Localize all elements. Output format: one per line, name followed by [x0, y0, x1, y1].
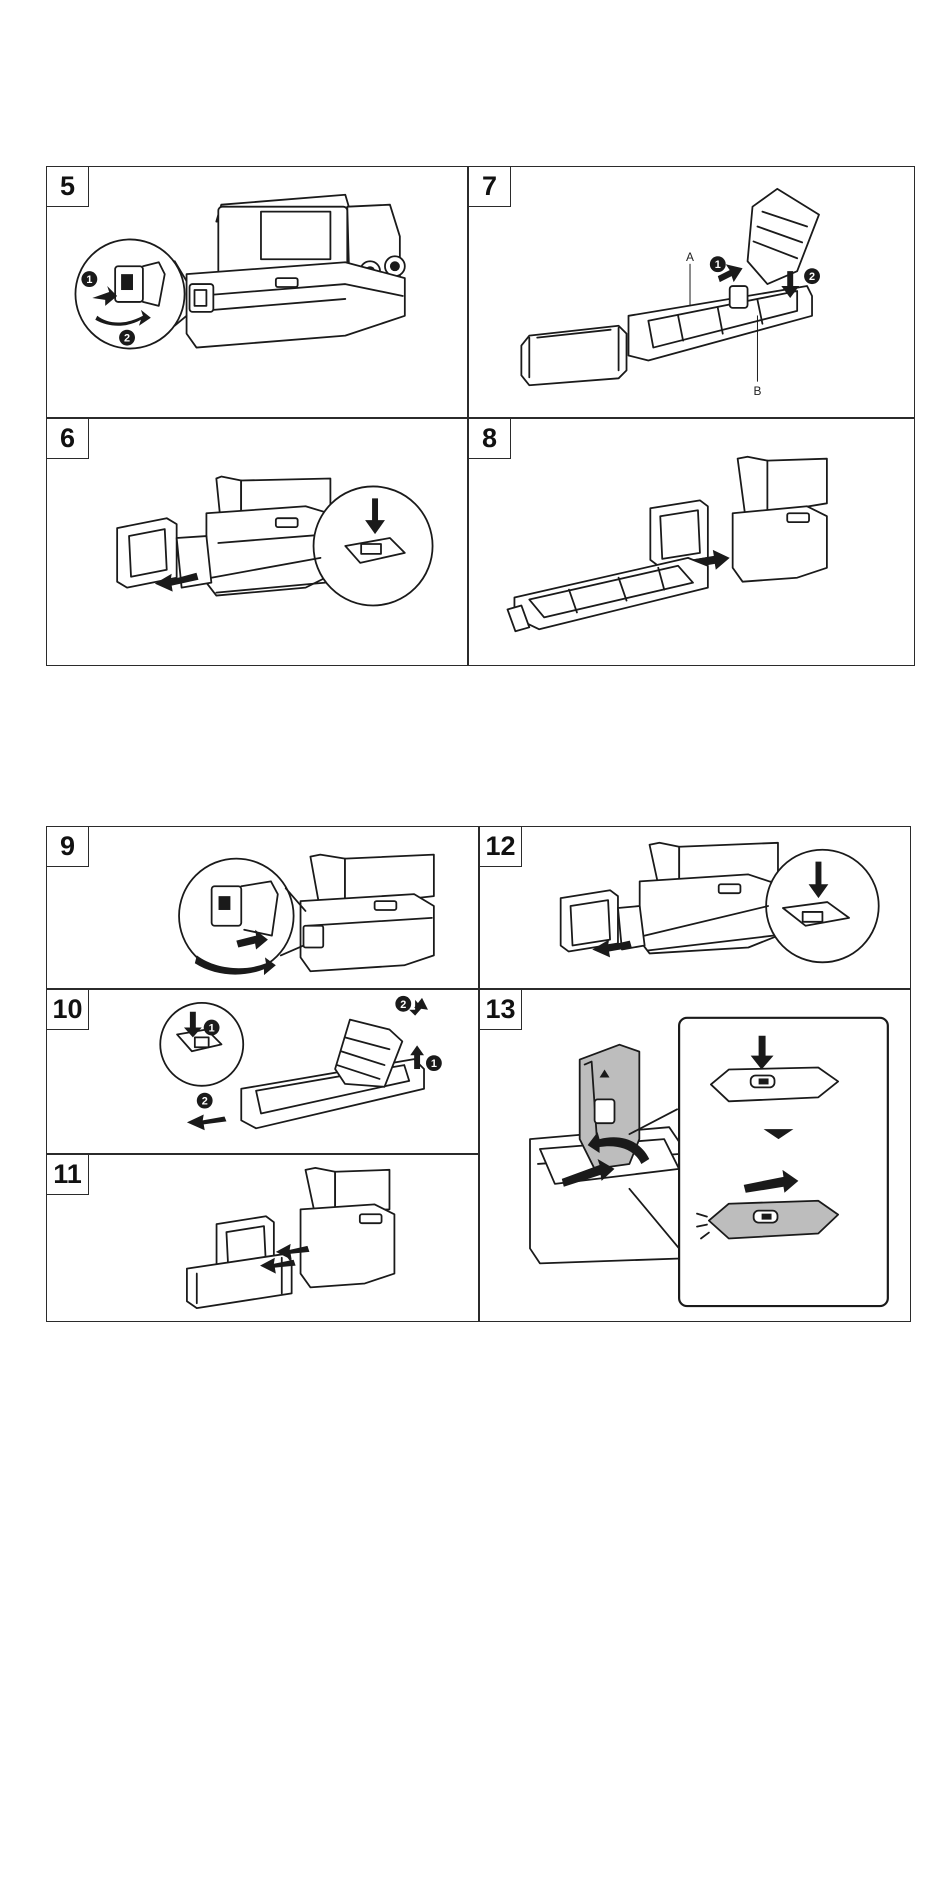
step-marker-2: 2 — [809, 271, 815, 283]
panel-number-6: 6 — [47, 419, 89, 459]
panel-number-5: 5 — [47, 167, 89, 207]
label-a: A — [686, 250, 694, 264]
panel-number-12: 12 — [480, 827, 522, 867]
step-marker-2: 2 — [400, 999, 406, 1011]
illustration-cover-latch-detail — [480, 990, 910, 1321]
panel-8: 8 — [468, 418, 915, 666]
step-marker-1: 1 — [86, 274, 92, 286]
illustration-open-grip-cover: 1 2 — [47, 167, 467, 417]
illustration-insert-holder-into-grip — [469, 419, 914, 665]
panel-12: 12 — [479, 826, 911, 989]
step-marker-2: 2 — [202, 1096, 208, 1108]
label-b: B — [754, 384, 762, 398]
step-marker-1: 1 — [209, 1022, 215, 1034]
illustration-insert-battery-holder: 1 2 A B — [469, 167, 914, 417]
panel-number-11: 11 — [47, 1155, 89, 1195]
illustration-open-grip-cover-again — [47, 827, 478, 988]
panel-6: 6 — [46, 418, 468, 666]
panel-13: 13 — [479, 989, 911, 1322]
illustration-release-holder-latch — [47, 419, 467, 665]
panel-5: 5 1 2 — [46, 166, 468, 418]
illustration-release-latch-remove — [480, 827, 910, 988]
illustration-remove-battery-from-holder: 1 2 2 1 — [47, 990, 478, 1153]
panel-number-7: 7 — [469, 167, 511, 207]
step-marker-1: 1 — [431, 1058, 437, 1070]
panel-9: 9 — [46, 826, 479, 989]
panel-number-9: 9 — [47, 827, 89, 867]
illustration-remove-holder-from-grip — [47, 1155, 478, 1321]
panel-7: 7 1 2 A B — [468, 166, 915, 418]
panel-number-10: 10 — [47, 990, 89, 1030]
panel-number-13: 13 — [480, 990, 522, 1030]
step-marker-1: 1 — [715, 259, 721, 271]
panel-number-8: 8 — [469, 419, 511, 459]
step-marker-2: 2 — [124, 333, 130, 345]
panel-11: 11 — [46, 1154, 479, 1322]
panel-10: 10 1 2 2 1 — [46, 989, 479, 1154]
